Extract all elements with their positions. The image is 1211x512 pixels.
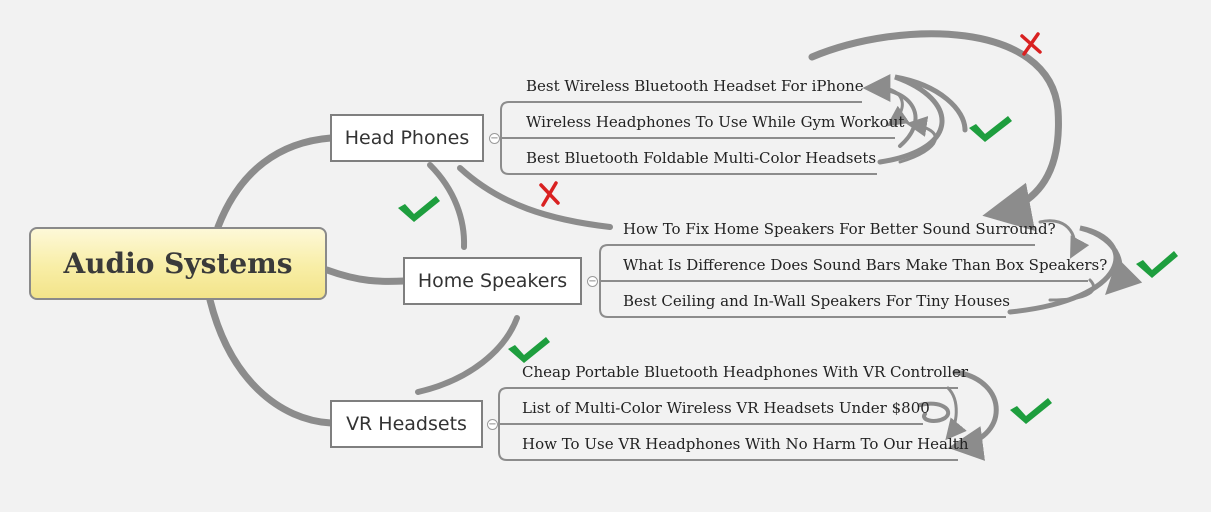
red-cross-marker-icon [539, 181, 560, 207]
connectors-vr-headsets [498, 387, 958, 461]
check-mark-icon [508, 337, 550, 363]
subtopic[interactable]: Best Ceiling and In-Wall Speakers For Ti… [623, 292, 1011, 310]
red-cross-marker-icon [1020, 32, 1042, 56]
branch-vr-headsets [206, 296, 335, 427]
collapse-toggle-home-speakers[interactable]: − [587, 275, 598, 287]
subtopic[interactable]: Best Wireless Bluetooth Headset For iPho… [526, 77, 864, 95]
subtopic[interactable]: What Is Difference Does Sound Bars Make … [623, 256, 1108, 274]
check-mark-icon [1010, 398, 1052, 424]
check-mark-icon [1136, 251, 1178, 278]
subtopic[interactable]: Cheap Portable Bluetooth Headphones With… [522, 363, 969, 381]
subtopic[interactable]: How To Use VR Headphones With No Harm To… [522, 435, 969, 453]
branch-home-speakers [323, 266, 408, 285]
relationship-arcs [415, 30, 1143, 461]
connectors-head-phones [500, 101, 895, 175]
topic-vr-headsets[interactable]: VR Headsets [330, 400, 483, 448]
collapse-toggle-vr-headsets[interactable]: − [487, 418, 498, 430]
topic-head-phones[interactable]: Head Phones [330, 114, 484, 162]
subtopic[interactable]: How To Fix Home Speakers For Better Soun… [623, 220, 1056, 238]
subtopic[interactable]: Best Bluetooth Foldable Multi-Color Head… [526, 149, 877, 167]
check-mark-icon [969, 116, 1012, 142]
branch-head-phones [214, 134, 335, 231]
subtopic[interactable]: List of Multi-Color Wireless VR Headsets… [522, 399, 930, 417]
topic-home-speakers[interactable]: Home Speakers [403, 257, 582, 305]
check-mark-icon [398, 196, 440, 222]
connectors-home-speakers [599, 244, 1088, 318]
subtopic[interactable]: Wireless Headphones To Use While Gym Wor… [526, 113, 905, 131]
collapse-toggle-head-phones[interactable]: − [489, 132, 500, 144]
central-topic[interactable]: Audio Systems [29, 227, 327, 300]
